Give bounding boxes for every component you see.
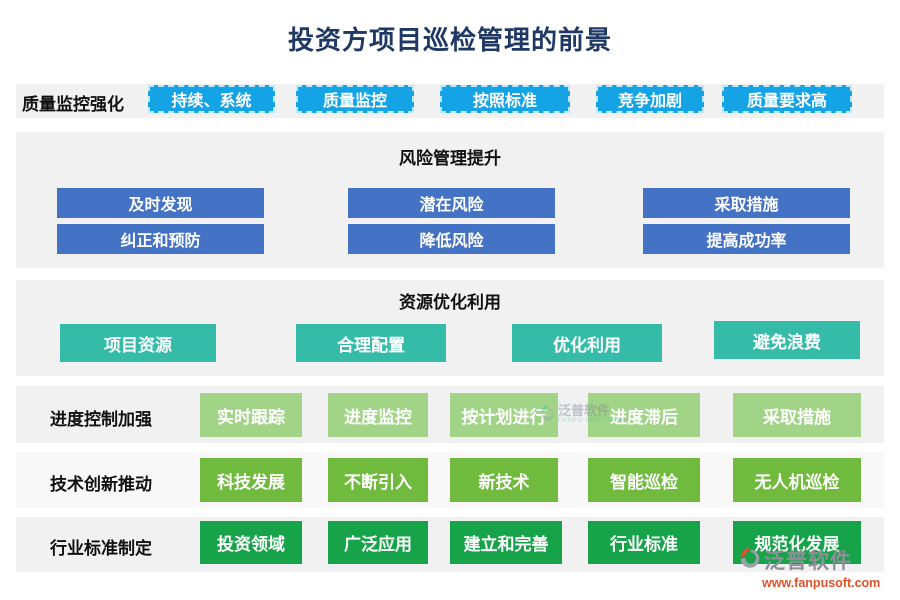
risk-tag-potential: 潜在风险 xyxy=(348,188,555,218)
risk-tag-reduce: 降低风险 xyxy=(348,224,555,254)
resource-tag-3: 优化利用 xyxy=(512,324,662,362)
tech-band-label: 技术创新推动 xyxy=(50,475,152,494)
tech-tag-5: 无人机巡检 xyxy=(733,458,861,502)
progress-tag-3: 按计划进行 xyxy=(450,393,558,437)
standard-tag-2: 广泛应用 xyxy=(328,521,428,564)
risk-tag-success: 提高成功率 xyxy=(643,224,850,254)
progress-tag-2: 进度监控 xyxy=(328,393,428,437)
quality-band-label: 质量监控强化 xyxy=(22,95,124,114)
standard-tag-1: 投资领域 xyxy=(200,521,302,564)
standard-tag-3: 建立和完善 xyxy=(450,521,562,564)
tech-tag-2: 不断引入 xyxy=(328,458,428,502)
resource-tag-2: 合理配置 xyxy=(296,324,446,362)
quality-tag-4: 竞争加剧 xyxy=(596,85,704,113)
progress-band-label: 进度控制加强 xyxy=(50,410,152,429)
tech-tag-3: 新技术 xyxy=(450,458,558,502)
resource-tag-4: 避免浪费 xyxy=(714,321,860,359)
resource-tag-1: 项目资源 xyxy=(60,324,216,362)
fanpu-logo-name: 泛普软件 xyxy=(764,550,852,573)
quality-tag-5: 质量要求高 xyxy=(722,85,852,113)
standard-tag-4: 行业标准 xyxy=(588,521,700,564)
fanpu-logo: 泛普软件 www.fanpusoft.com xyxy=(738,545,888,590)
progress-tag-4: 进度滞后 xyxy=(588,393,700,437)
tech-tag-4: 智能巡检 xyxy=(588,458,700,502)
quality-tag-3: 按照标准 xyxy=(440,85,570,113)
fanpu-logo-icon xyxy=(738,546,762,575)
standard-band-label: 行业标准制定 xyxy=(50,539,152,558)
fanpu-logo-url: www.fanpusoft.com xyxy=(762,576,881,590)
quality-tag-2: 质量监控 xyxy=(296,85,414,113)
resource-title: 资源优化利用 xyxy=(399,293,501,312)
risk-tag-find: 及时发现 xyxy=(57,188,264,218)
tech-tag-1: 科技发展 xyxy=(200,458,302,502)
risk-tag-measures: 采取措施 xyxy=(643,188,850,218)
standard-tag-5: 规范化发展 xyxy=(733,521,861,564)
progress-tag-1: 实时跟踪 xyxy=(200,393,302,437)
risk-title: 风险管理提升 xyxy=(399,149,501,168)
risk-tag-correct: 纠正和预防 xyxy=(57,224,264,254)
quality-tag-1: 持续、系统 xyxy=(148,85,275,113)
progress-tag-5: 采取措施 xyxy=(733,393,861,437)
page-title: 投资方项目巡检管理的前景 xyxy=(287,25,612,55)
